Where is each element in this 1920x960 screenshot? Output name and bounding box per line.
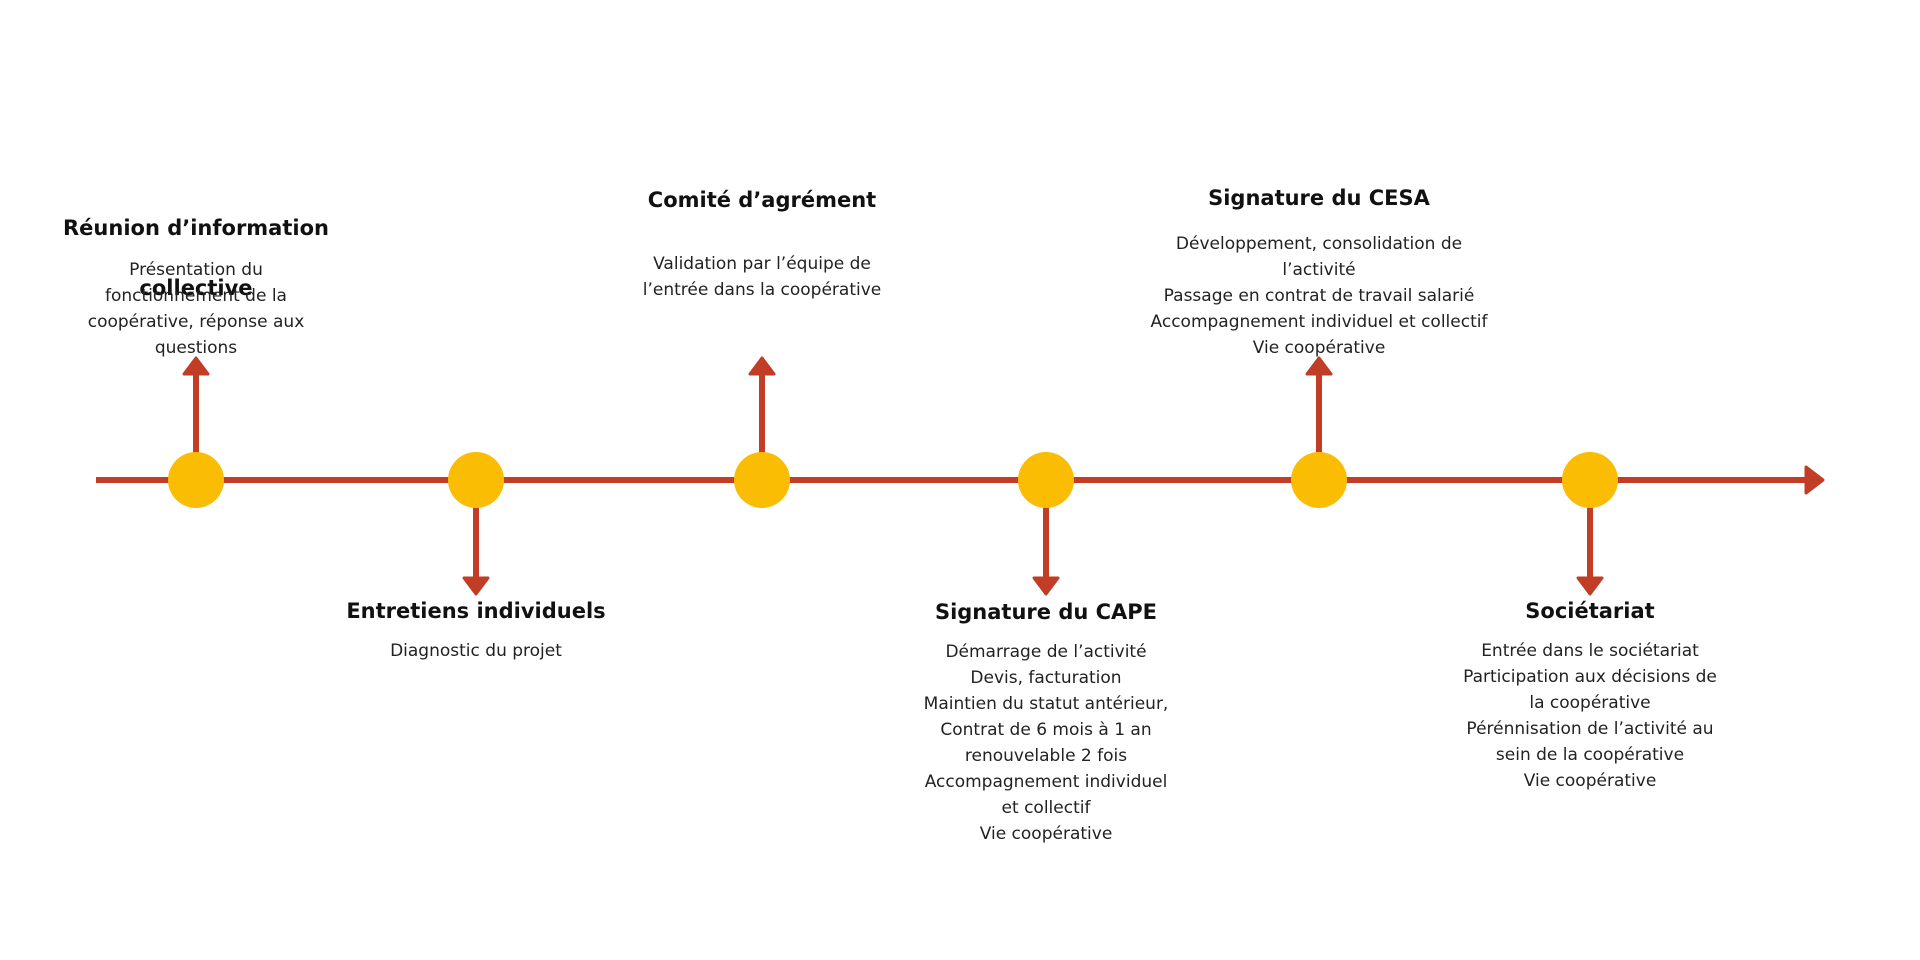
step-description: Démarrage de l’activité Devis, facturati… — [866, 639, 1226, 847]
description-line: questions — [154, 338, 238, 358]
description-line: Accompagnement individuel — [924, 772, 1168, 792]
description-line: fonctionnement de la — [105, 286, 287, 306]
description-line: sein de la coopérative — [1495, 745, 1685, 765]
description-line: Devis, facturation — [970, 668, 1122, 688]
description-line: Vie coopérative — [1523, 771, 1657, 791]
step-description: Diagnostic du projet — [296, 638, 656, 664]
description-line: Maintien du statut antérieur, — [923, 694, 1169, 714]
description-line: Contrat de 6 mois à 1 an — [940, 720, 1152, 740]
description-line: Validation par l’équipe de — [653, 254, 871, 274]
step-description: Entrée dans le sociétariat Participation… — [1410, 638, 1770, 794]
description-line: Présentation du — [129, 260, 263, 280]
step-title: Signature du CAPE — [934, 600, 1158, 624]
description-line: Entrée dans le sociétariat — [1481, 641, 1699, 661]
step-title: Signature du CESA — [1208, 186, 1430, 210]
description-line: Vie coopérative — [1252, 338, 1386, 358]
step-title-line: Réunion d’information — [63, 216, 329, 240]
description-line: Accompagnement individuel et collectif — [1150, 312, 1488, 332]
milestone-dot — [734, 452, 790, 508]
step-description: Développement, consolidation de l’activi… — [1139, 231, 1499, 361]
step-title-line: collective — [139, 276, 253, 300]
arrow-down-icon — [1576, 576, 1604, 596]
step-title: Comité d’agrément — [647, 188, 877, 212]
description-line: Développement, consolidation de — [1175, 234, 1463, 254]
step-title: Sociétariat — [1525, 599, 1655, 623]
milestone-dot — [1562, 452, 1618, 508]
description-line: Diagnostic du projet — [390, 641, 562, 661]
milestone-dot — [1018, 452, 1074, 508]
description-line: l’activité — [1282, 260, 1356, 280]
description-line: et collectif — [1001, 798, 1091, 818]
milestone-dot — [448, 452, 504, 508]
description-line: l’entrée dans la coopérative — [642, 280, 882, 300]
description-line: Passage en contrat de travail salarié — [1163, 286, 1475, 306]
arrow-up-icon — [748, 356, 776, 376]
step-description: Présentation du fonctionnement de la coo… — [16, 257, 376, 361]
step-title: Réunion d’information collective — [56, 183, 336, 333]
description-line: la coopérative — [1529, 693, 1651, 713]
step-description: Validation par l’équipe de l’entrée dans… — [582, 251, 942, 303]
description-line: Démarrage de l’activité — [945, 642, 1147, 662]
description-line: Participation aux décisions de — [1463, 667, 1717, 687]
arrow-right-icon — [1804, 465, 1825, 495]
arrow-down-icon — [1032, 576, 1060, 596]
description-line: Pérénnisation de l’activité au — [1466, 719, 1714, 739]
description-line: coopérative, réponse aux — [87, 312, 305, 332]
step-title: Entretiens individuels — [346, 599, 606, 623]
description-line: renouvelable 2 fois — [964, 746, 1128, 766]
arrow-down-icon — [462, 576, 490, 596]
description-line: Vie coopérative — [979, 824, 1113, 844]
arrow-up-icon — [1305, 356, 1333, 376]
milestone-dot — [1291, 452, 1347, 508]
milestone-dot — [168, 452, 224, 508]
arrow-up-icon — [182, 356, 210, 376]
